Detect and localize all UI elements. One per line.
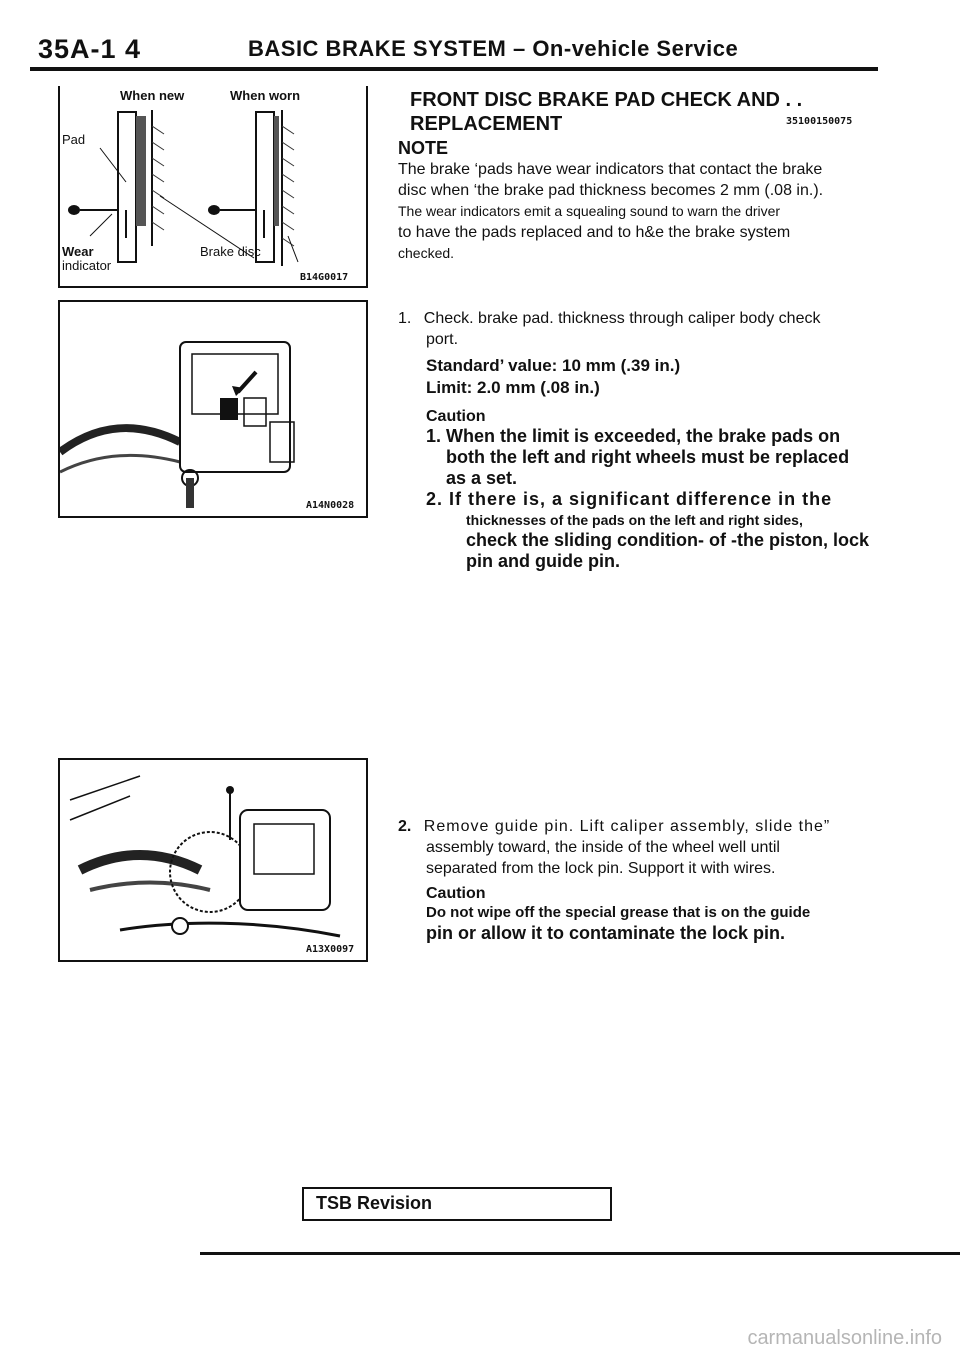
footer-watermark: carmanualsonline.info <box>747 1327 942 1349</box>
pad-wear-diagram <box>68 110 299 266</box>
tsb-revision-label: TSB Revision <box>316 1193 433 1213</box>
note-line: checked. <box>398 245 455 261</box>
section-code: 35100150075 <box>786 116 853 127</box>
caution-line: 1. When the limit is exceeded, the brake… <box>426 426 841 446</box>
caution-line: thicknesses of the pads on the left and … <box>466 512 803 528</box>
caution-heading: Caution <box>426 408 486 425</box>
step-2-line: assembly toward, the inside of the wheel… <box>426 839 780 856</box>
spec-limit: Limit: 2.0 mm (.08 in.) <box>426 378 600 397</box>
label-when-new: When new <box>120 88 185 103</box>
spec-standard: Standard’ value: 10 mm (.39 in.) <box>426 356 681 375</box>
label-indicator: indicator <box>62 258 112 273</box>
section-title-line1: FRONT DISC BRAKE PAD CHECK AND . . <box>410 89 803 111</box>
section-title: FRONT DISC BRAKE PAD CHECK AND . . REPLA… <box>410 88 802 136</box>
caliper-lift-illustration <box>69 775 341 938</box>
step-number: 1. <box>398 310 412 327</box>
step-number: 2. <box>398 818 412 835</box>
step-1-line: port. <box>426 331 459 348</box>
label-brake-disc: Brake disc <box>200 244 261 259</box>
bottom-rule <box>200 1252 960 1255</box>
page-header-title: BASIC BRAKE SYSTEM – On-vehicle Service <box>248 36 739 61</box>
section-title-line2: REPLACEMENT <box>410 113 563 135</box>
caution-line: pin and guide pin. <box>466 551 620 571</box>
caution-line: check the sliding condition- of -the pis… <box>466 530 870 550</box>
caution-line: pin or allow it to contaminate the lock … <box>426 923 786 943</box>
figure-guide-pin: A13X0097 <box>58 758 368 962</box>
note-line: disc when ‘the brake pad thickness becom… <box>398 182 824 199</box>
figure-pad-wear: When new When worn Pad Wear indicator Br… <box>58 86 368 288</box>
step-2-line: Remove guide pin. Lift caliper assembly,… <box>423 818 831 835</box>
figure-caliper-check: A14N0028 <box>57 300 368 518</box>
step-2-line: separated from the lock pin. Support it … <box>426 860 776 877</box>
note-line: The wear indicators emit a squealing sou… <box>398 203 781 219</box>
caliper-illustration <box>57 341 295 508</box>
note-line: to have the pads replaced and to h&e the… <box>398 224 791 241</box>
caution-line: 2. If there is, a significant difference… <box>426 489 833 509</box>
figure-code: A14N0028 <box>306 500 355 511</box>
note-heading: NOTE <box>398 138 449 158</box>
caution-line: both the left and right wheels must be r… <box>446 447 850 467</box>
header-rule <box>30 67 878 71</box>
tsb-revision-box: TSB Revision <box>302 1187 612 1221</box>
step-1-block: 1. Check. brake pad. thickness through c… <box>398 308 878 572</box>
label-pad: Pad <box>62 132 86 147</box>
label-wear: Wear <box>62 244 94 259</box>
caution-line: Do not wipe off the special grease that … <box>426 904 811 921</box>
step-1-line: Check. brake pad. thickness through cali… <box>423 310 821 327</box>
figure-code: B14G0017 <box>300 272 349 283</box>
note-block: NOTE The brake ‘pads have wear indicator… <box>398 138 878 264</box>
step-2-block: 2. Remove guide pin. Lift caliper assemb… <box>398 816 878 944</box>
caution-heading: Caution <box>426 885 486 902</box>
page-number: 35A-1 4 <box>38 34 142 64</box>
figure-code: A13X0097 <box>306 944 355 955</box>
label-when-worn: When worn <box>230 88 301 103</box>
caution-line: as a set. <box>446 468 518 488</box>
note-line: The brake ‘pads have wear indicators tha… <box>398 161 823 178</box>
